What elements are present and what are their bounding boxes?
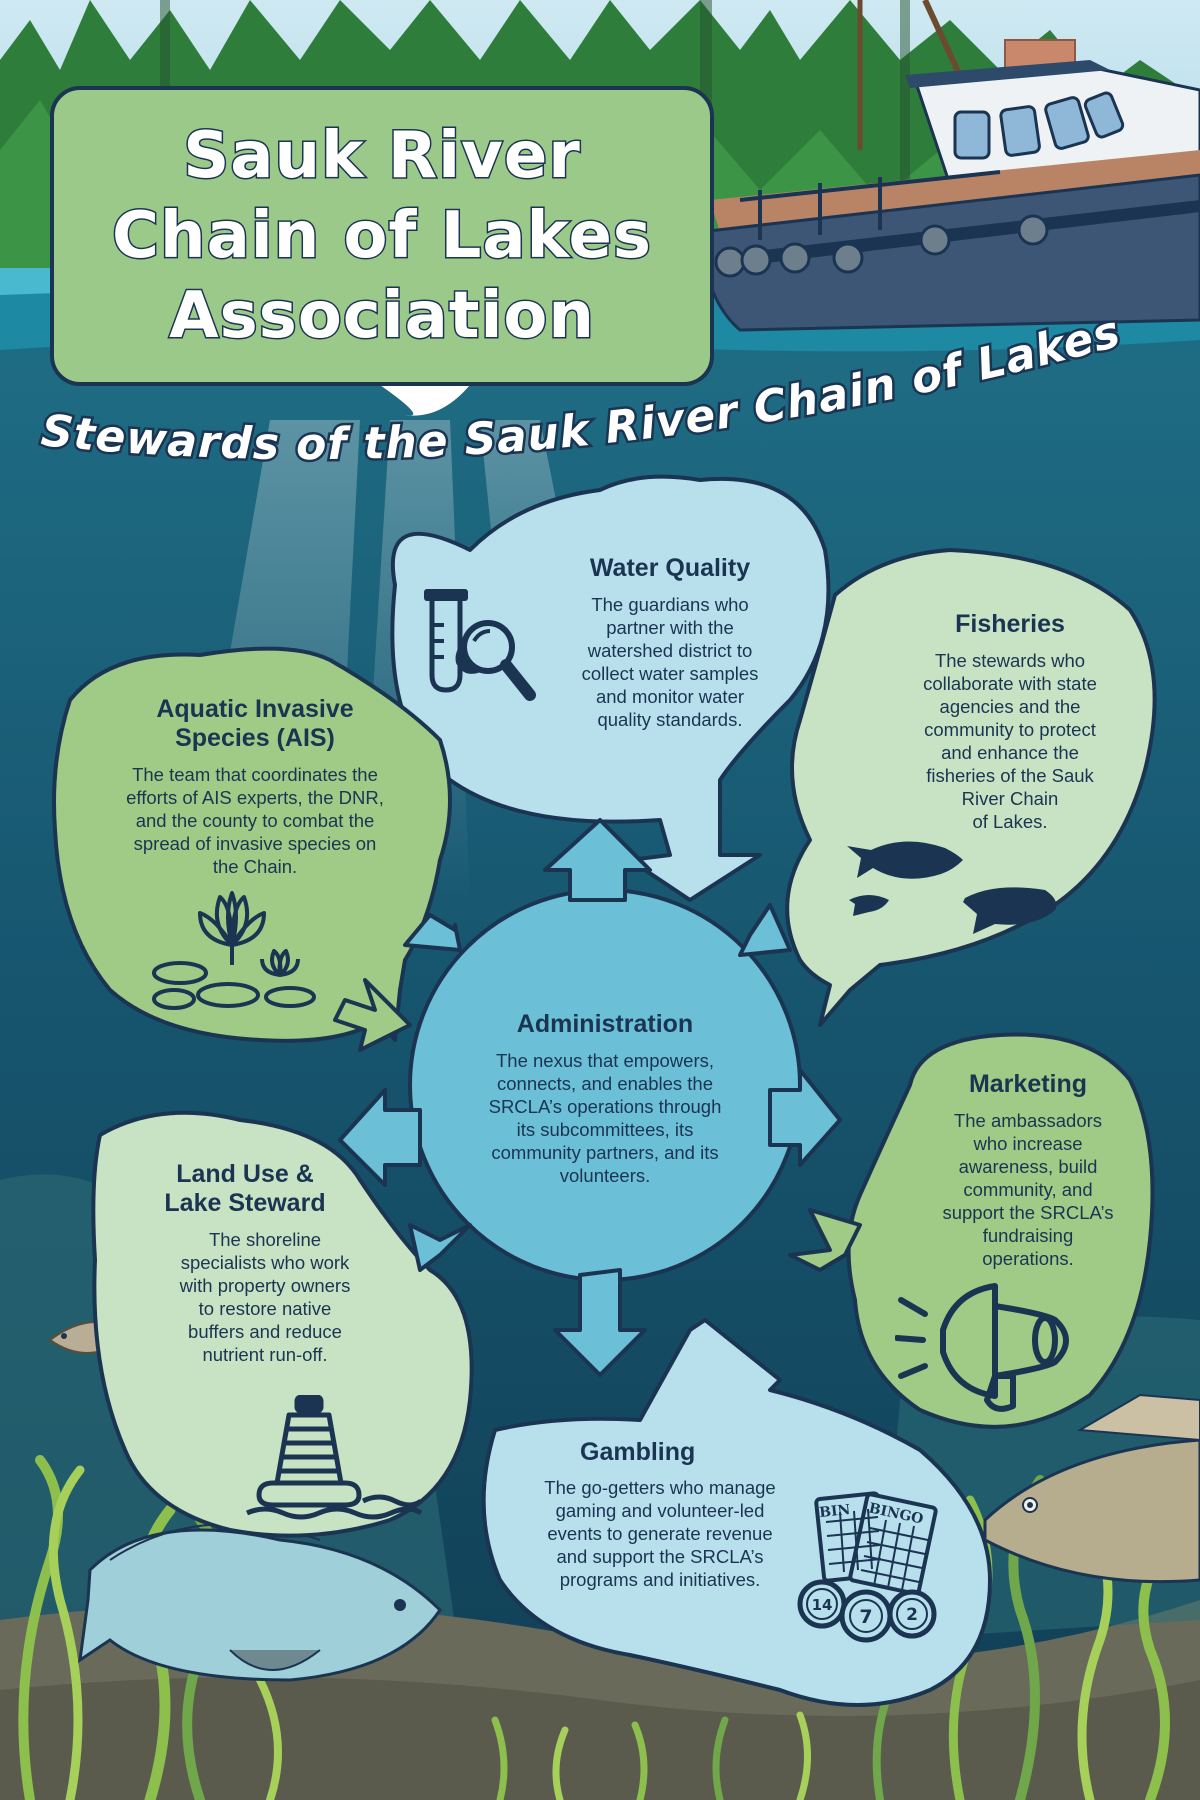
fish-icon [847, 841, 1057, 934]
land-use-title: Land Use & Lake Steward [120, 1160, 370, 1218]
land-use-line: with property owners [179, 1275, 351, 1296]
water-splash [380, 385, 470, 416]
green-arrows [333, 978, 862, 1272]
water-quality-line: partner with the [606, 617, 734, 638]
bingo-ball-2: 7 [859, 1606, 872, 1628]
connector-arrows [338, 818, 842, 1377]
title-line-2: Chain of Lakes [111, 198, 653, 275]
gambling-line: The go-getters who manage [544, 1477, 776, 1498]
ais-line: The team that coordinates the [132, 764, 378, 785]
ais-line: and the county to combat the [135, 810, 375, 831]
ais-panel: Aquatic Invasive Species (AIS) The team … [100, 695, 410, 878]
buoy-icon [245, 1395, 423, 1520]
gambling-title: Gambling [580, 1438, 696, 1466]
marketing-line: The ambassadors [953, 1110, 1103, 1131]
marketing-panel: Marketing The ambassadors who increase a… [908, 1070, 1148, 1270]
land-use-line: to restore native [198, 1298, 332, 1319]
marketing-line: community, and [963, 1179, 1093, 1200]
land-use-line: The shoreline [208, 1229, 322, 1250]
test-tube-magnifier-icon [424, 589, 536, 701]
administration-line: community partners, and its [491, 1142, 719, 1163]
land-use-title-line: Land Use & [176, 1160, 314, 1188]
administration-panel: Administration The nexus that empowers, … [460, 1010, 750, 1187]
land-use-line: specialists who work [180, 1252, 350, 1273]
fisheries-line: fisheries of the Sauk [926, 765, 1094, 786]
ais-line: the Chain. [212, 856, 298, 877]
megaphone-icon [895, 1283, 1069, 1412]
bingo-ball-1: 14 [812, 1596, 833, 1614]
title-panel: Sauk River Chain of Lakes Association [50, 86, 714, 386]
fisheries-panel: Fisheries The stewards who collaborate w… [900, 610, 1120, 833]
administration-line: The nexus that empowers, [496, 1050, 714, 1071]
administration-line: SRCLA’s operations through [488, 1096, 722, 1117]
ais-title-line: Species (AIS) [175, 724, 335, 752]
bingo-card-left-label: BIN [819, 1502, 852, 1521]
fisheries-line: The stewards who [934, 650, 1086, 671]
bingo-cards-icon: BIN BINGO 14 7 2 [797, 1491, 938, 1643]
gambling-line: programs and initiatives. [559, 1569, 761, 1590]
marketing-line: operations. [982, 1248, 1074, 1269]
marketing-title: Marketing [968, 1070, 1088, 1098]
water-quality-blob [390, 474, 831, 902]
water-quality-line: and monitor water [595, 686, 745, 707]
water-quality-line: quality standards. [597, 709, 743, 730]
administration-title: Administration [516, 1010, 694, 1038]
gambling-line: gaming and volunteer-led [555, 1500, 765, 1521]
bingo-ball-3: 2 [906, 1605, 918, 1625]
ais-title-line: Aquatic Invasive [156, 695, 354, 723]
fisheries-line: collaborate with state [923, 673, 1097, 694]
land-use-blob [91, 1110, 474, 1538]
marketing-line: support the SRCLA’s [942, 1202, 1114, 1223]
water-quality-line: watershed district to [587, 640, 753, 661]
water-quality-title: Water Quality [589, 554, 751, 582]
gambling-panel: Gambling [520, 1438, 765, 1477]
fisheries-title: Fisheries [955, 610, 1065, 638]
fishing-boat [698, 0, 1200, 332]
water-quality-line: collect water samples [581, 663, 759, 684]
ais-title: Aquatic Invasive Species (AIS) [100, 695, 410, 753]
land-use-panel: Land Use & Lake Steward The shoreline sp… [120, 1160, 370, 1366]
administration-line: its subcommittees, its [516, 1119, 694, 1140]
title-line-1: Sauk River [182, 118, 582, 195]
water-quality-panel: Water Quality The guardians who partner … [550, 554, 790, 731]
land-use-line: buffers and reduce [188, 1321, 342, 1342]
gambling-line: and support the SRCLA’s [556, 1546, 764, 1567]
tilapia-fish [78, 1523, 442, 1682]
fisheries-line: community to protect [924, 719, 1096, 740]
ais-line: efforts of AIS experts, the DNR, [126, 787, 384, 808]
marketing-line: fundraising [982, 1225, 1074, 1246]
gambling-body: The go-getters who manage gaming and vol… [510, 1476, 810, 1591]
ais-line: spread of invasive species on [133, 833, 377, 854]
administration-line: volunteers. [559, 1165, 651, 1186]
lotus-lily-pad-icon [152, 891, 316, 1010]
gambling-line: events to generate revenue [547, 1523, 773, 1544]
administration-line: connects, and enables the [497, 1073, 713, 1094]
fisheries-line: River Chain [961, 788, 1059, 809]
walleye-fish [983, 1393, 1200, 1584]
marketing-line: who increase [973, 1133, 1083, 1154]
marketing-line: awareness, build [958, 1156, 1098, 1177]
fisheries-line: of Lakes. [972, 811, 1048, 832]
fisheries-line: agencies and the [939, 696, 1081, 717]
land-use-line: nutrient run-off. [202, 1344, 328, 1365]
fisheries-line: and enhance the [941, 742, 1079, 763]
land-use-title-line: Lake Steward [164, 1189, 326, 1217]
title-line-3: Association [168, 278, 596, 355]
water-quality-line: The guardians who [591, 594, 749, 615]
